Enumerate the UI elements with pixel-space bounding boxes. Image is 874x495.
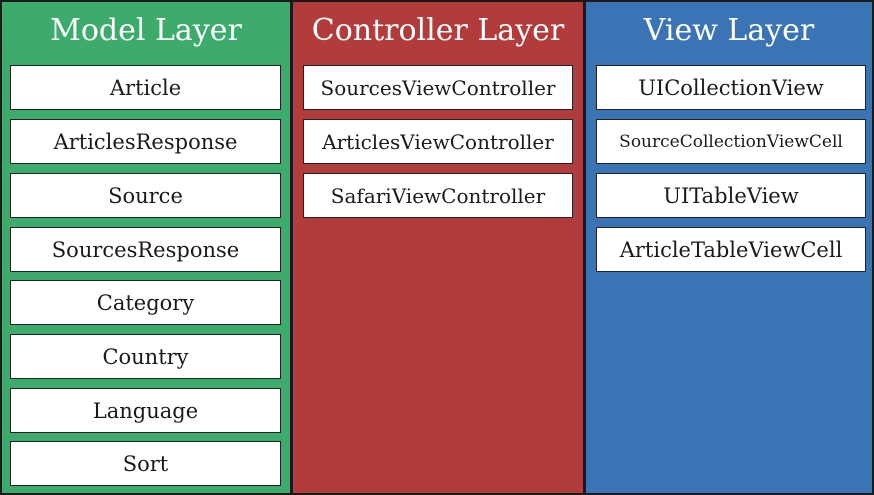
- view-item-ui-table-view: UITableView: [596, 173, 866, 218]
- controller-item-sources-view-controller: SourcesViewController: [303, 65, 573, 110]
- model-item-category: Category: [10, 280, 281, 325]
- view-item-source-collection-view-cell: SourceCollectionViewCell: [596, 119, 866, 164]
- controller-layer-title: Controller Layer: [311, 13, 565, 48]
- model-item-sources-response: SourcesResponse: [10, 227, 281, 272]
- view-layer-title: View Layer: [643, 13, 815, 48]
- controller-item-articles-view-controller: ArticlesViewController: [303, 119, 573, 164]
- view-item-ui-collection-view: UICollectionView: [596, 65, 866, 110]
- model-item-source: Source: [10, 173, 281, 218]
- controller-layer-column: Controller Layer SourcesViewController A…: [291, 0, 585, 495]
- view-item-article-table-view-cell: ArticleTableViewCell: [596, 227, 866, 272]
- model-layer-title: Model Layer: [50, 13, 242, 48]
- controller-item-safari-view-controller: SafariViewController: [303, 173, 573, 218]
- model-item-articles-response: ArticlesResponse: [10, 119, 281, 164]
- model-item-sort: Sort: [10, 441, 281, 486]
- model-item-language: Language: [10, 388, 281, 433]
- model-item-country: Country: [10, 334, 281, 379]
- view-layer-column: View Layer UICollectionView SourceCollec…: [584, 0, 874, 495]
- model-layer-column: Model Layer Article ArticlesResponse Sou…: [0, 0, 292, 495]
- model-item-article: Article: [10, 65, 281, 110]
